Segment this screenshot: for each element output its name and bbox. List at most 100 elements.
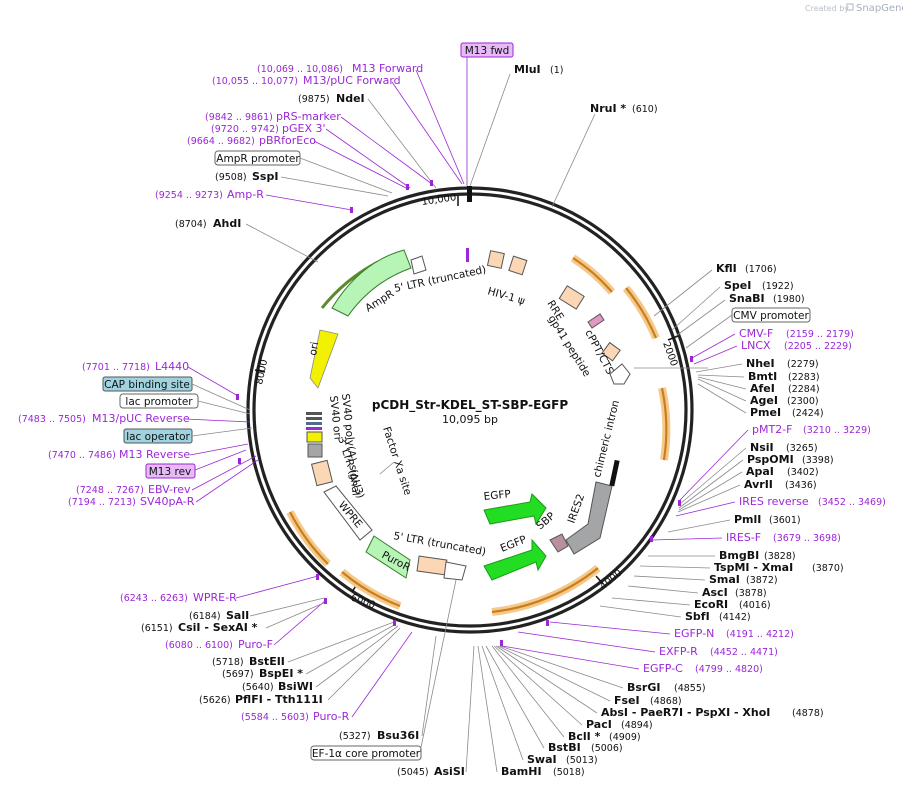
primer-ticks — [236, 180, 693, 646]
primer-m13-reverse-pos: (7470 .. 7486) — [48, 450, 116, 461]
site-nsii: NsiI — [750, 441, 774, 454]
site-nrui-pos: (610) — [632, 104, 658, 115]
site-afei-pos: (2284) — [788, 384, 820, 395]
lac-feature-2 — [306, 417, 322, 420]
primer-puro-f: Puro-F — [238, 638, 273, 651]
primer-ires-f-pos: (3679 .. 3698) — [773, 533, 841, 544]
leader-egfp-c — [501, 645, 640, 670]
lac-feature-3 — [306, 422, 322, 425]
leader-ebv-rev — [191, 455, 257, 491]
site-bsrgi: BsrGI — [627, 681, 660, 694]
site-agei: AgeI — [750, 394, 778, 407]
leader-pmli — [667, 519, 731, 533]
site-bcli: BclI * — [568, 730, 601, 743]
site-csii-pos: (6151) — [141, 623, 173, 634]
site-bamhi: BamHI — [501, 765, 542, 778]
site-avrii-pos: (3436) — [785, 480, 817, 491]
primer-pgex3: pGEX 3' — [282, 122, 326, 135]
egfp-label-1: EGFP — [483, 488, 511, 503]
ltr5-bottom-box — [416, 555, 448, 576]
ef1a-promoter-box — [310, 745, 422, 761]
leader-m13-reverse — [189, 443, 249, 456]
site-sspi-pos: (9508) — [215, 172, 247, 183]
leader-asci — [627, 585, 699, 594]
site-sspi: SspI — [252, 170, 278, 183]
ef1a-promoter-label: EF-1α core promoter — [312, 748, 421, 760]
site-bamhi-pos: (5018) — [553, 767, 585, 778]
leader-paci — [493, 645, 583, 726]
egfp-arrow-2 — [483, 538, 547, 581]
chimeric-intron-bar — [609, 459, 620, 487]
primer-tick-f — [316, 574, 319, 580]
gp41-arrow — [587, 313, 605, 329]
leader-sali — [249, 597, 325, 617]
leader-puro-r — [351, 631, 413, 718]
leader-absi — [495, 645, 598, 714]
leader-nsii — [679, 447, 747, 505]
ruler-label-8000: 8000 — [254, 358, 270, 385]
orf-arrow-3-line — [660, 387, 668, 461]
primer-cmv-f-pos: (2159 .. 2179) — [786, 329, 854, 340]
primer-pmt2-f: pMT2-F — [752, 423, 793, 436]
primer-m13-forward: M13 Forward — [352, 62, 423, 75]
ltr5-top-arrow — [410, 255, 427, 275]
site-mlui-pos: (1) — [550, 65, 563, 76]
site-bsu36i: Bsu36I — [377, 729, 419, 742]
leader-exfp-r — [517, 631, 656, 653]
site-pmei-pos: (2424) — [792, 408, 824, 419]
primer-m13puc-forward: M13/pUC Forward — [303, 74, 401, 87]
primer-tick-e — [238, 458, 241, 464]
site-bmti: BmtI — [748, 370, 777, 383]
leader-kfli — [653, 269, 713, 317]
leader-bamhi — [477, 645, 498, 773]
leader-prs-marker — [340, 116, 433, 185]
site-agei-pos: (2300) — [787, 396, 819, 407]
leader-cap — [191, 383, 251, 411]
ires2-label: IRES2 — [566, 492, 588, 525]
site-absi-xhoi: AbsI - PaeR7I - PspXI - XhoI — [601, 706, 770, 719]
sv40-polya-box — [307, 443, 323, 458]
m13-fwd-label: M13 fwd — [465, 45, 510, 57]
site-paci: PacI — [586, 718, 612, 731]
plasmid-name: pCDH_Str-KDEL_ST-SBP-EGFP — [372, 398, 568, 413]
leader-l4440 — [187, 366, 239, 397]
primer-pbrforeco-pos: (9664 .. 9682) — [187, 136, 255, 147]
primer-tick-c — [350, 207, 353, 213]
orf-arrow-1-line — [572, 257, 613, 293]
site-asci: AscI — [702, 586, 728, 599]
site-paci-pos: (4894) — [621, 720, 653, 731]
site-bsiwi: BsiWI — [278, 680, 313, 693]
snapgene-logo-icon — [846, 3, 854, 11]
ori-label: ori — [307, 341, 321, 357]
leader-fsei — [497, 645, 611, 702]
primer-tick-h — [393, 620, 396, 626]
rre-box — [558, 285, 585, 310]
primer-wpre-r: WPRE-R — [193, 591, 237, 604]
site-snabi-pos: (1980) — [773, 294, 805, 305]
site-bsrgi-pos: (4855) — [674, 683, 706, 694]
hiv-psi-box-2 — [508, 255, 528, 276]
primer-sv40pa-r-pos: (7194 .. 7213) — [68, 497, 136, 508]
leader-smai — [633, 575, 706, 581]
leader-bcli — [491, 645, 565, 738]
site-fsei: FseI — [614, 694, 640, 707]
site-nhei-pos: (2279) — [787, 359, 819, 370]
primer-exfp-r: EXFP-R — [659, 645, 698, 658]
leader-bstbi — [485, 645, 545, 749]
lac-promoter-label: lac promoter — [125, 396, 193, 408]
site-tspmi-xmai-pos: (3870) — [812, 563, 844, 574]
leader-pbrforeco — [313, 140, 407, 189]
orf-arrow-4-line — [491, 567, 599, 614]
sv40-ori-box — [306, 431, 323, 443]
leader-amp-r — [265, 194, 353, 211]
puror-arrow — [365, 535, 411, 579]
leader-ampr-promoter — [299, 157, 393, 194]
cmv-promoter-label: CMV promoter — [733, 310, 809, 322]
leader-swai — [481, 645, 524, 761]
ori-arrow — [309, 329, 339, 389]
leader-csii — [265, 601, 327, 629]
site-bsteii-pos: (5718) — [212, 657, 244, 668]
hiv-psi-box-1 — [486, 250, 505, 269]
